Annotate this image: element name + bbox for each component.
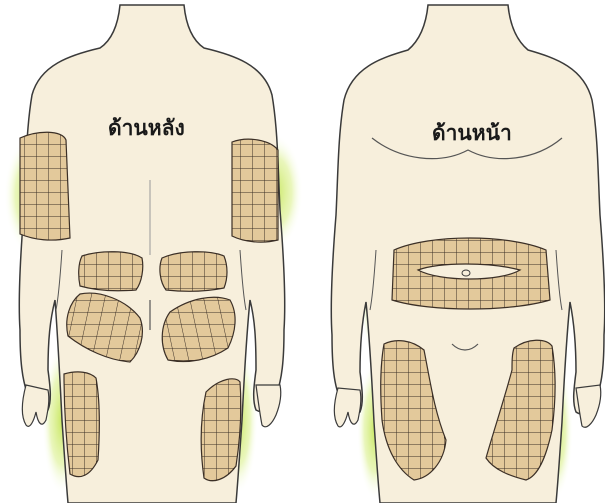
label-back-view: ด้านหลัง [108, 112, 185, 145]
patch-back-left-upper-arm [20, 132, 70, 240]
patch-back-left-thigh [64, 372, 99, 477]
patch-back-right-upper-arm [232, 139, 278, 242]
front-figure [331, 5, 605, 503]
patch-back-left-upper-buttock [79, 252, 143, 291]
patch-back-right-upper-buttock [160, 252, 227, 292]
label-front-view: ด้านหน้า [432, 117, 512, 150]
back-left-hand [22, 385, 49, 426]
back-figure [4, 5, 303, 503]
front-right-hand [576, 385, 601, 427]
front-left-hand [334, 388, 361, 427]
back-right-hand [256, 385, 281, 427]
patch-back-right-thigh [201, 379, 241, 481]
